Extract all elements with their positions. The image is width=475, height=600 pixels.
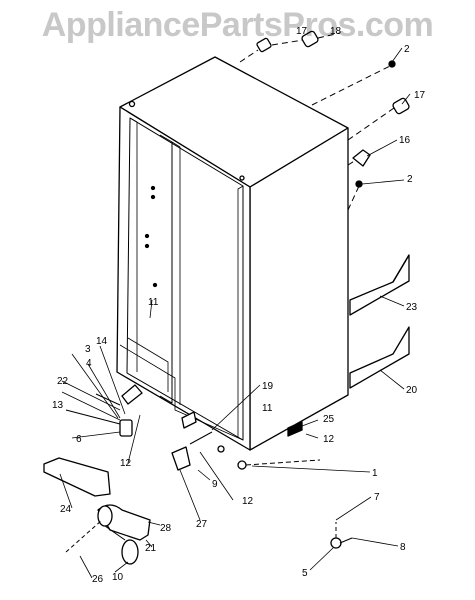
- part-number-label: 21: [145, 543, 157, 554]
- part-number-label: 1: [372, 468, 378, 479]
- part-number-label: 24: [60, 504, 72, 515]
- part-number-label: 14: [96, 336, 108, 347]
- refrigerator-cabinet: [116, 56, 349, 451]
- part-number-label: 22: [57, 376, 69, 387]
- part-number-label: 2: [407, 174, 413, 185]
- part-number-label: 23: [406, 302, 418, 313]
- part-number-label: 16: [399, 135, 411, 146]
- kick-plate: [43, 457, 111, 497]
- part-number-label: 17: [414, 90, 426, 101]
- part-number-label: 17: [296, 26, 308, 37]
- part-number-label: 28: [160, 523, 172, 534]
- shelf-parts: [349, 254, 410, 389]
- part-number-label: 13: [52, 400, 64, 411]
- leveling-hardware: [65, 384, 353, 549]
- part-number-label: 3: [85, 344, 91, 355]
- part-number-label: 7: [374, 492, 380, 503]
- part-number-label: 8: [400, 542, 406, 553]
- part-number-label: 12: [323, 434, 335, 445]
- part-number-label: 20: [406, 385, 418, 396]
- part-number-label: 11: [262, 403, 273, 414]
- part-number-label: 12: [120, 458, 132, 469]
- part-number-label: 11: [148, 297, 159, 308]
- roller-assembly: [65, 504, 151, 565]
- part-number-label: 26: [92, 574, 104, 585]
- part-number-label: 2: [404, 44, 410, 55]
- part-number-label: 25: [323, 414, 335, 425]
- site-watermark: AppliancePartsPros.com: [41, 6, 434, 44]
- part-number-label: 4: [86, 358, 92, 369]
- part-number-label: 5: [302, 568, 308, 579]
- part-number-label: 12: [242, 496, 254, 507]
- part-number-label: 9: [212, 479, 218, 490]
- part-number-label: 10: [112, 572, 124, 583]
- part-number-label: 19: [262, 381, 274, 392]
- part-number-label: 18: [330, 26, 342, 37]
- hinge-hardware: [256, 30, 410, 188]
- part-number-label: 6: [76, 434, 82, 445]
- part-number-label: 27: [196, 519, 208, 530]
